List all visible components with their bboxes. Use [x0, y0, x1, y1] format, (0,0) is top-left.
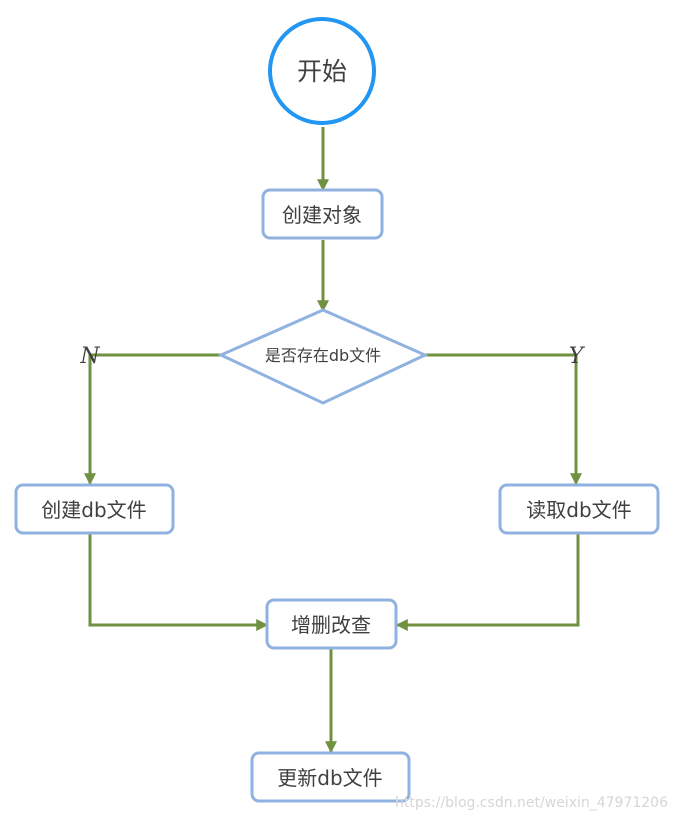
read-db-node [498, 483, 660, 535]
read-db-label: 读取db文件 [526, 498, 631, 522]
arrow-decision-no-to-create-db [84, 353, 221, 486]
arrow-read-db-to-crud [395, 534, 580, 631]
connectors [84, 127, 582, 754]
branch-label-no: N [79, 344, 100, 369]
arrow-decision-yes-to-read-db [425, 353, 582, 486]
update-db-node [250, 751, 411, 803]
decision-label: 是否存在db文件 [265, 346, 381, 365]
create-db-node [14, 483, 175, 535]
watermark: https://blog.csdn.net/weixin_47971206 [395, 795, 668, 811]
branch-label-yes: Y [569, 344, 586, 369]
start-node [268, 17, 376, 125]
crud-node [265, 598, 398, 650]
create-object-label: 创建对象 [282, 203, 362, 227]
start-label: 开始 [297, 57, 347, 86]
create-db-label: 创建db文件 [41, 498, 146, 522]
create-object-node [261, 188, 384, 240]
update-db-label: 更新db文件 [277, 766, 382, 790]
arrow-create-db-to-crud [88, 534, 269, 631]
crud-label: 增删改查 [291, 613, 371, 637]
decision-node [217, 308, 429, 405]
